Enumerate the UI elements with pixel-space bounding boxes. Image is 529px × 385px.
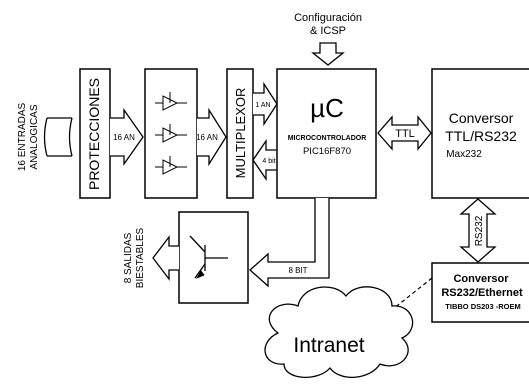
bus-rs232 <box>459 198 497 263</box>
outputs-label-2: BIESTABLES <box>135 227 146 288</box>
multiplexor-label: MULTIPLEXOR <box>233 88 248 179</box>
conversor-ttl-line3: Max232 <box>446 149 482 160</box>
outputs-label-1: 8 SALIDAS <box>123 232 134 283</box>
conversor-eth-line1: Conversor <box>453 273 509 285</box>
icsp-label: & ICSP <box>310 25 346 37</box>
mcu-block <box>276 68 377 199</box>
transistor-emitter-arrow <box>196 270 205 279</box>
bus-label-8bit: 8 BIT <box>288 266 307 275</box>
transistor-symbol <box>189 235 228 279</box>
protecciones-label: PROTECCIONES <box>86 78 102 190</box>
conversor-eth-line3: TIBBO DS203 -ROEM <box>445 302 520 311</box>
conversor-eth-line2: RS232/Ethernet <box>441 287 523 299</box>
mcu-name: MICROCONTROLADOR <box>288 135 367 142</box>
bus-label-rs232: RS232 <box>474 215 485 246</box>
config-down-arrow <box>311 42 345 66</box>
transistor-block <box>178 211 249 304</box>
intranet-label: Intranet <box>293 334 364 357</box>
conversor-eth-block <box>431 262 529 323</box>
outputs-arrow <box>152 235 179 281</box>
bus-label-4bit: 4 bit <box>262 158 275 165</box>
config-label: Configuración <box>294 12 362 24</box>
conversor-ttl-line1: Conversor <box>449 110 514 126</box>
bus-label-16an-b: 16 AN <box>196 133 218 142</box>
mcu-part: PIC16F870 <box>303 146 351 157</box>
bus-label-16an-a: 16 AN <box>113 133 135 142</box>
intranet-cloud <box>264 286 414 379</box>
buffer-amplifiers <box>155 92 187 175</box>
bus-buffers-to-mux <box>197 107 227 167</box>
bus-label-ttl: TTL <box>395 128 415 140</box>
bus-8bit <box>249 198 330 288</box>
bus-label-1an: 1 AN <box>255 102 270 109</box>
conversor-ttl-block <box>431 68 529 199</box>
inputs-label-1: 16 ENTRADAS <box>17 102 28 171</box>
multiplexor-block <box>226 68 254 199</box>
mcu-symbol: µC <box>310 93 344 123</box>
bus-prot-to-buffers <box>110 107 144 167</box>
ethernet-link <box>387 277 433 314</box>
bus-ttl <box>377 115 432 151</box>
input-connector <box>43 117 73 157</box>
bus-mcu-to-mux <box>252 138 277 182</box>
inputs-label-2: ANALOGICAS <box>29 104 40 169</box>
conversor-ttl-line2: TTL/RS232 <box>445 128 517 144</box>
